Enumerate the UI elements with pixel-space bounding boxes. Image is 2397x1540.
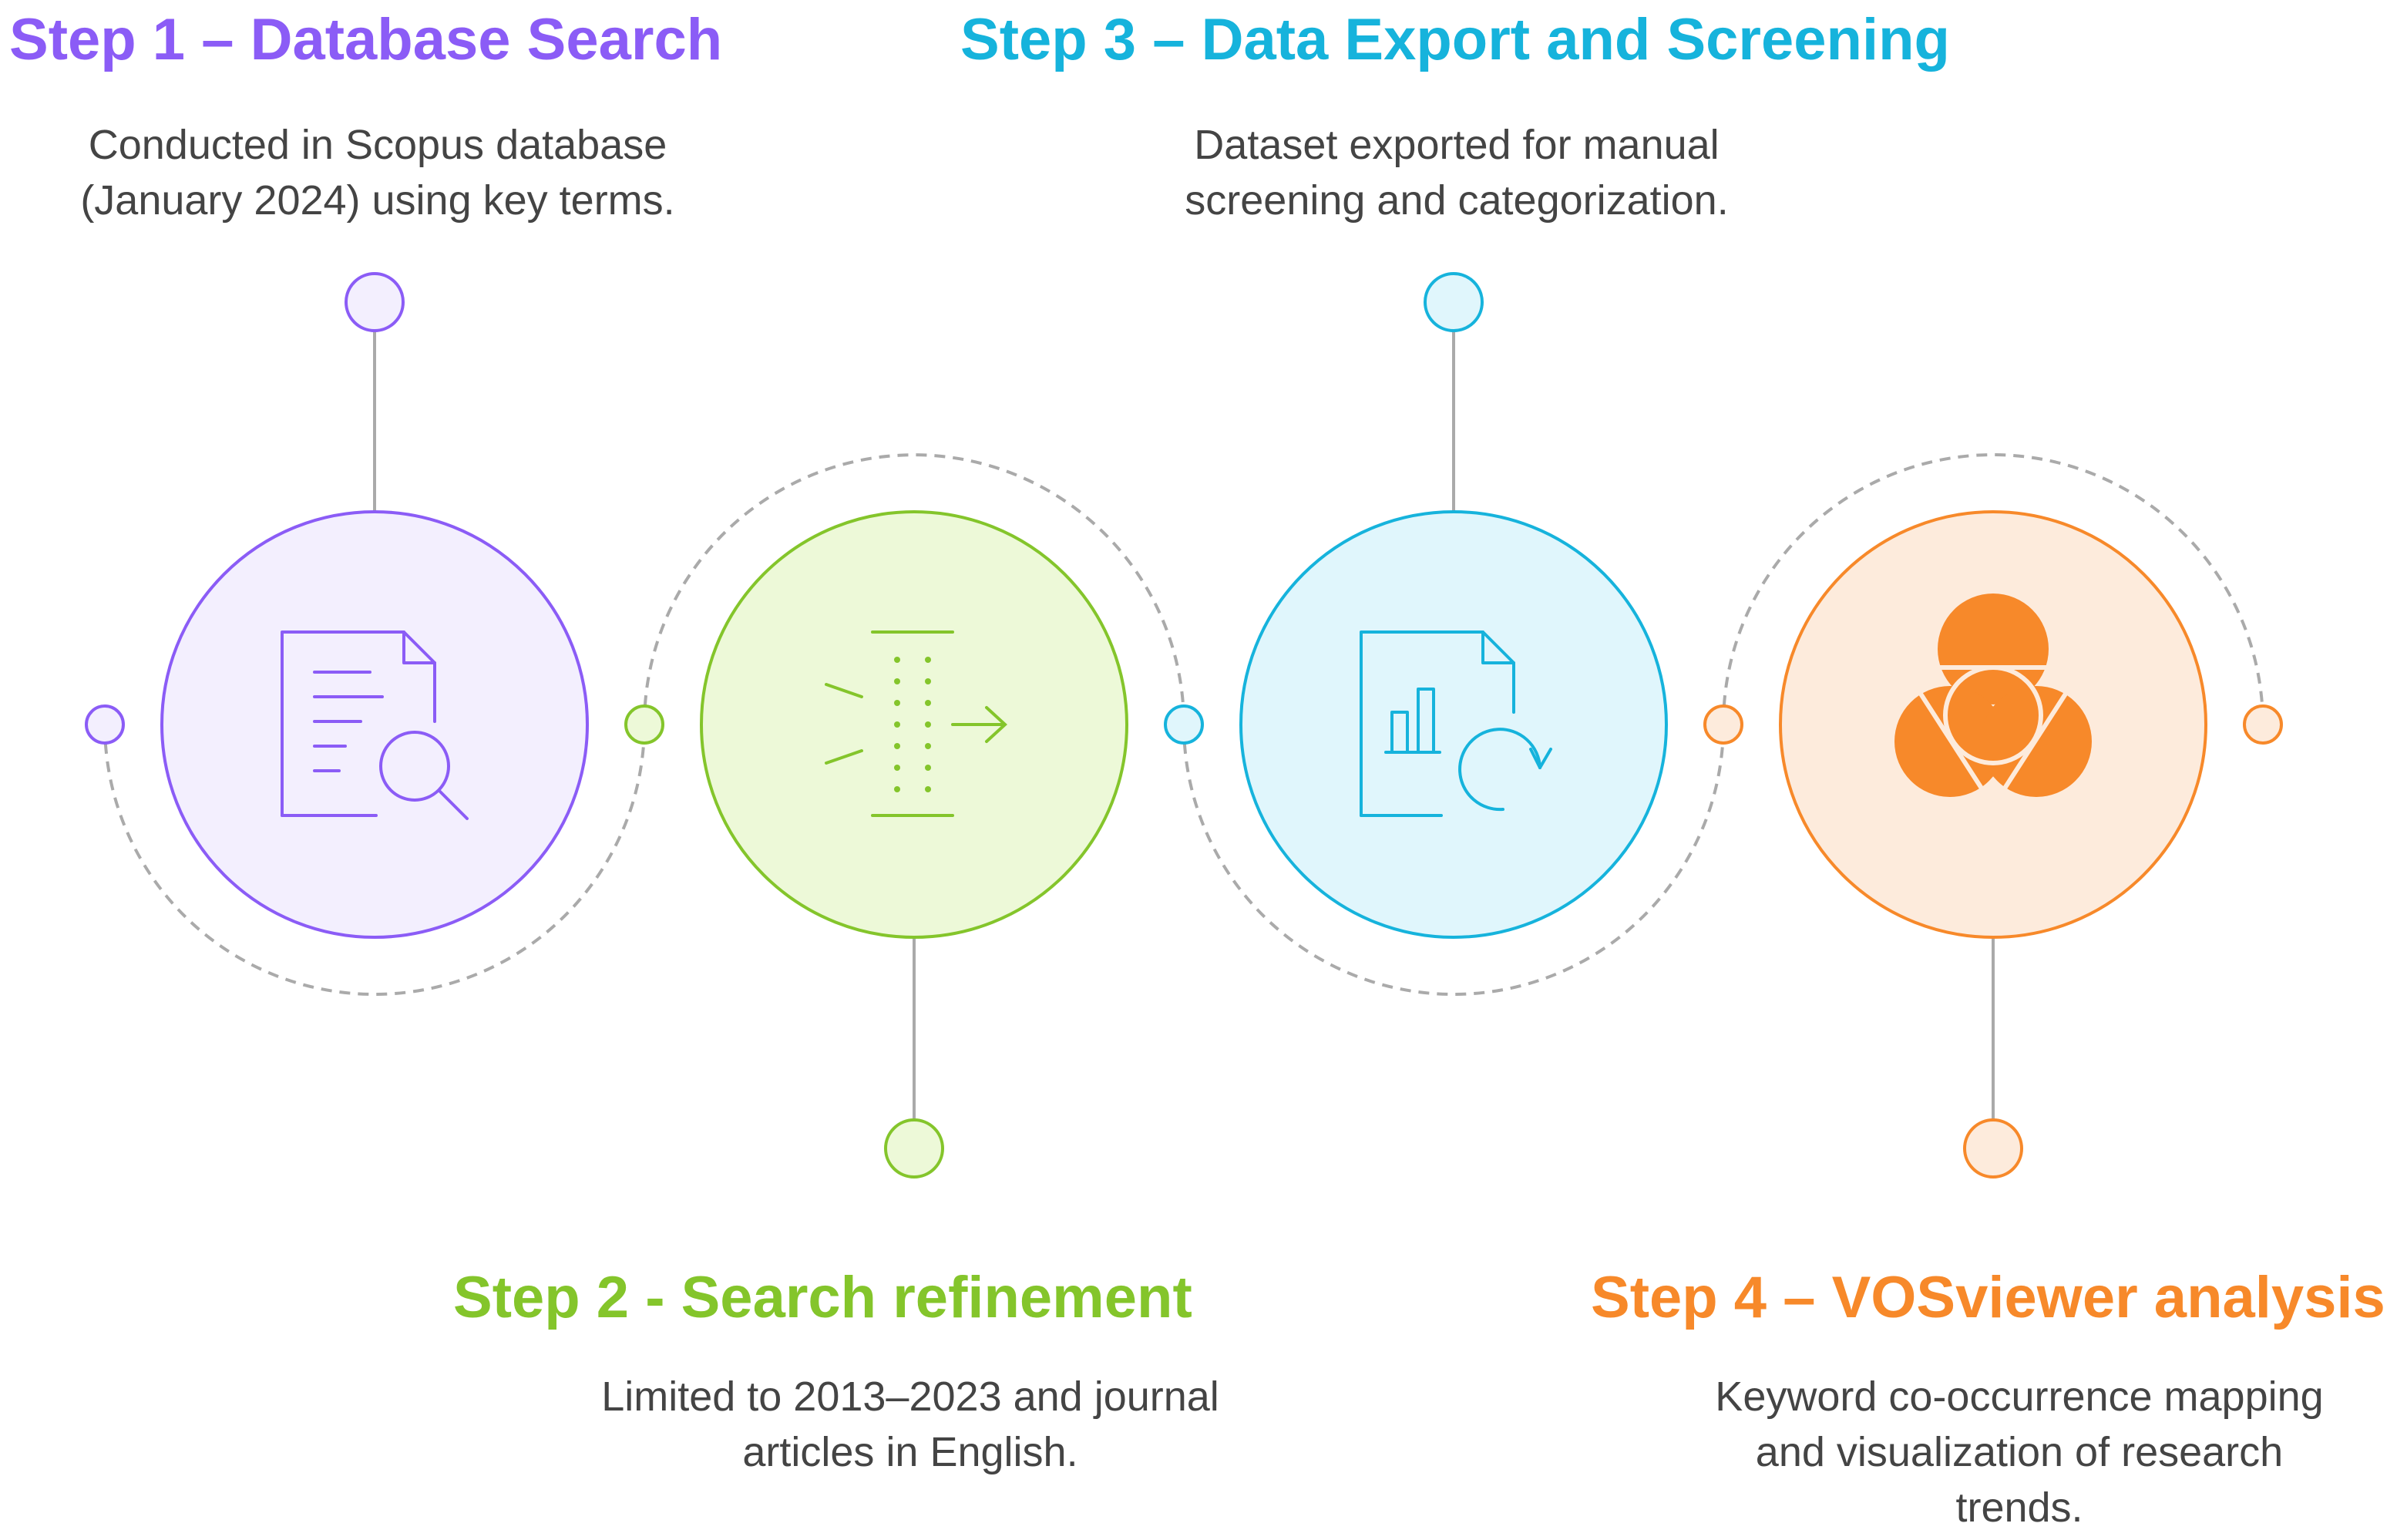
node-dot-4 <box>1703 704 1743 745</box>
step-1-description: Conducted in Scopus database (January 20… <box>80 122 675 224</box>
step-4-title: Step 4 – VOSviewer analysis <box>1591 1265 2385 1330</box>
connector-arc-1 <box>103 724 646 996</box>
node-dot-1 <box>85 704 125 745</box>
end-node-2 <box>884 1118 944 1179</box>
step-4-description: Keyword co-occurrence mapping and visual… <box>1715 1374 2324 1531</box>
end-node-4 <box>1963 1118 2023 1179</box>
step-2-description: Limited to 2013–2023 and journal article… <box>601 1374 1219 1475</box>
venn-network-icon <box>1894 593 2092 811</box>
connector-arc-2 <box>643 453 1185 725</box>
node-dot-2 <box>624 704 664 745</box>
step-3-title: Step 3 – Data Export and Screening <box>960 7 1950 72</box>
step-circle-2 <box>700 510 1128 939</box>
node-dot-5 <box>2243 704 2283 745</box>
connector-arc-3 <box>1182 724 1725 996</box>
connector-arc-4 <box>1722 453 2264 725</box>
step-circle-1 <box>160 510 589 939</box>
document-chart-refresh-icon <box>1360 630 1552 817</box>
end-node-3 <box>1424 272 1484 332</box>
step-3-description: Dataset exported for manual screening an… <box>1185 122 1729 224</box>
step-1-title: Step 1 – Database Search <box>9 7 723 72</box>
filter-funnel-icon <box>825 630 1007 817</box>
document-search-icon <box>281 630 469 820</box>
step-circle-3 <box>1239 510 1668 939</box>
end-node-1 <box>345 272 405 332</box>
node-dot-3 <box>1164 704 1204 745</box>
step-2-title: Step 2 - Search refinement <box>453 1265 1192 1330</box>
